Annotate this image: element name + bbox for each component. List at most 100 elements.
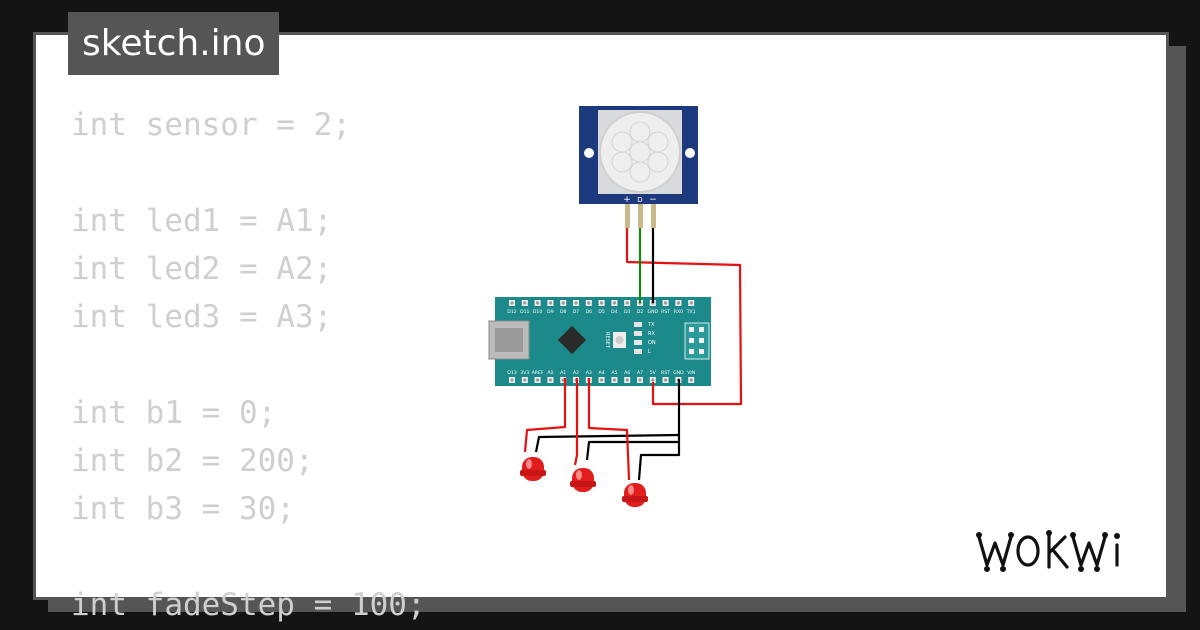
wokwi-logo[interactable] bbox=[975, 525, 1150, 575]
led-1[interactable] bbox=[520, 457, 546, 481]
top-pin-hole bbox=[561, 301, 565, 305]
bottom-pin-label: A1 bbox=[560, 370, 566, 376]
led-rim bbox=[570, 481, 596, 487]
file-tab[interactable]: sketch.ino bbox=[68, 12, 280, 75]
code-line: int b1 = 0; bbox=[71, 395, 277, 431]
top-pin-label: D12 bbox=[507, 309, 516, 315]
bottom-pin-hole bbox=[651, 378, 655, 382]
bottom-pin-hole bbox=[510, 378, 514, 382]
bottom-pin-label: VIN bbox=[687, 370, 695, 376]
led-body bbox=[522, 457, 544, 481]
top-pin-hole bbox=[587, 301, 591, 305]
bottom-pin-hole bbox=[664, 378, 668, 382]
code-editor: int sensor = 2;int led1 = A1;int led2 = … bbox=[71, 101, 426, 629]
top-pin-label: GND bbox=[648, 309, 659, 315]
usb-port-inner bbox=[495, 328, 523, 352]
icsp-header bbox=[684, 322, 710, 360]
led-label-tx: TX bbox=[647, 322, 655, 328]
led-body bbox=[572, 468, 594, 492]
top-pin-label: RST bbox=[661, 309, 670, 315]
bottom-pin-label: AREF bbox=[532, 370, 544, 376]
pir-mount-hole bbox=[685, 148, 695, 158]
top-pin-label: D6 bbox=[586, 309, 593, 315]
wire-gnd-led2 bbox=[585, 440, 679, 461]
led-label-on: ON bbox=[648, 340, 656, 346]
bottom-pin-hole bbox=[638, 378, 642, 382]
wire-led1 bbox=[523, 378, 567, 453]
pir-pin-label: − bbox=[649, 195, 657, 205]
wire-led3 bbox=[587, 378, 631, 481]
led-3[interactable] bbox=[622, 483, 648, 507]
icsp-pins bbox=[689, 327, 704, 354]
led-label-l: L bbox=[648, 349, 651, 355]
wire-gnd-leds bbox=[637, 379, 681, 481]
pir-pin bbox=[625, 204, 630, 228]
code-line: int fadeStep = 100; bbox=[71, 587, 426, 623]
wire-vcc bbox=[625, 228, 743, 406]
led-highlight bbox=[576, 470, 582, 480]
top-pin-label: TX1 bbox=[686, 309, 696, 315]
led-label-rx: RX bbox=[648, 331, 655, 337]
top-pin-label: D9 bbox=[547, 309, 554, 315]
led-body bbox=[624, 483, 646, 507]
arduino-nano[interactable]: RESET TX RX ON L D12 D11 D10 D9 D8 D7 D6 D5 D4 D3… bbox=[488, 297, 711, 386]
led-highlight bbox=[526, 459, 532, 469]
bottom-pin-label: A4 bbox=[599, 370, 605, 376]
pir-pin-label: D bbox=[637, 196, 642, 204]
top-pin-label: D2 bbox=[637, 309, 644, 315]
bottom-pin-hole bbox=[689, 378, 693, 382]
reset-button-cap bbox=[615, 336, 624, 344]
top-pin-hole bbox=[510, 301, 514, 305]
bottom-pin-label: A3 bbox=[586, 370, 592, 376]
top-pin-hole bbox=[689, 301, 693, 305]
bottom-pin-label: RST bbox=[661, 370, 670, 376]
pir-sensor[interactable]: + D − bbox=[579, 106, 698, 228]
reset-label: RESET bbox=[604, 332, 610, 349]
bottom-pin-label: A0 bbox=[547, 370, 553, 376]
top-pin-hole bbox=[625, 301, 629, 305]
led-2[interactable] bbox=[570, 468, 596, 492]
top-pin-hole bbox=[600, 301, 604, 305]
nano-pcb bbox=[495, 297, 711, 386]
top-pin-label: D8 bbox=[560, 309, 567, 315]
wire-led2 bbox=[573, 378, 579, 466]
led-rim bbox=[622, 496, 648, 502]
pir-dome bbox=[599, 111, 681, 193]
bottom-pin-label: A2 bbox=[573, 370, 579, 376]
code-line: int b2 = 200; bbox=[71, 443, 314, 479]
bottom-pin-label: A7 bbox=[637, 370, 643, 376]
bottom-pin-label: A6 bbox=[624, 370, 630, 376]
bottom-pin-label: A5 bbox=[611, 370, 617, 376]
bottom-pin-label: GND bbox=[673, 370, 684, 376]
code-line: int led1 = A1; bbox=[71, 203, 333, 239]
bottom-pin-label: 3V3 bbox=[520, 370, 529, 376]
top-pin-label: D7 bbox=[573, 309, 580, 315]
top-pin-label: D5 bbox=[598, 309, 605, 315]
bottom-pin-hole bbox=[625, 378, 629, 382]
code-line: int led3 = A3; bbox=[71, 299, 333, 335]
wire-gnd-led1 bbox=[534, 433, 680, 453]
top-pin-label: D4 bbox=[611, 309, 618, 315]
wires bbox=[523, 228, 743, 481]
bottom-pin-label: 5V bbox=[650, 370, 657, 376]
led-rim bbox=[520, 470, 546, 476]
top-pin-label: D3 bbox=[624, 309, 631, 315]
bottom-pin-hole bbox=[612, 378, 617, 382]
bottom-pin-hole bbox=[523, 378, 527, 382]
top-pin-label: D10 bbox=[533, 309, 542, 315]
top-pin-hole bbox=[574, 301, 578, 305]
pir-lens-pattern bbox=[611, 121, 669, 183]
code-line: int b3 = 30; bbox=[71, 491, 295, 527]
top-pin-label: D11 bbox=[520, 309, 529, 315]
top-pin-hole bbox=[548, 301, 553, 305]
mcu-chip bbox=[557, 325, 587, 355]
bottom-pin-label: D13 bbox=[507, 370, 516, 376]
pir-mount-hole bbox=[584, 148, 594, 158]
pir-pin-label: + bbox=[623, 195, 631, 205]
bottom-pin-hole bbox=[600, 378, 604, 382]
top-pin-hole bbox=[523, 301, 527, 305]
pir-pin bbox=[638, 204, 643, 228]
top-pin-label: RX0 bbox=[674, 309, 683, 315]
